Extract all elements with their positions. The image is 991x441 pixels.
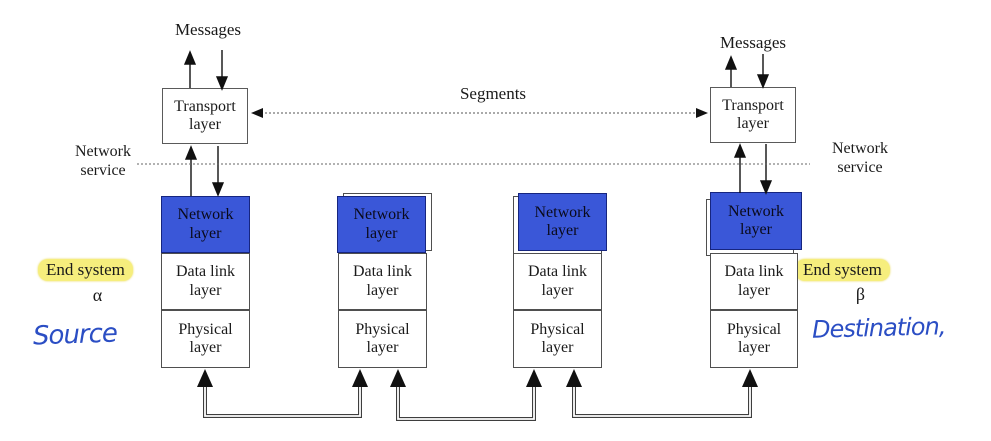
data-link-layer-box: Data link layer: [161, 253, 250, 310]
physical-link-connectors: [203, 384, 752, 421]
physical-layer-box: Physical layer: [161, 310, 250, 368]
network-layer-box: Network layer: [518, 193, 607, 251]
alpha-label: α: [92, 285, 103, 305]
end-system-label-right: End system: [795, 259, 890, 281]
transport-layer-box-right: Transport layer: [710, 87, 796, 143]
segments-label: Segments: [459, 84, 527, 103]
messages-transport-arrows-left: [183, 50, 229, 91]
messages-label-left: Messages: [174, 20, 242, 39]
physical-layer-box: Physical layer: [710, 310, 798, 368]
physical-link-arrowheads: [197, 369, 758, 387]
physical-link-connectors-inner: [204, 384, 751, 420]
network-layer-box: Network layer: [710, 192, 802, 250]
messages-transport-arrows-right: [724, 54, 770, 89]
messages-label-right: Messages: [719, 33, 787, 52]
handwritten-source-annotation: Source: [32, 318, 118, 352]
data-link-layer-box: Data link layer: [513, 253, 602, 310]
data-link-layer-box: Data link layer: [338, 253, 427, 310]
beta-label: β: [855, 284, 866, 304]
transport-layer-box-left: Transport layer: [162, 88, 248, 144]
transport-network-arrows-right: [733, 143, 773, 195]
segments-arrow: [251, 108, 708, 118]
transport-network-arrows-left: [184, 145, 225, 197]
end-system-highlight-right: End system: [795, 259, 890, 281]
handwritten-destination-annotation: Destination,: [811, 312, 946, 344]
network-layer-box: Network layer: [161, 196, 250, 253]
end-system-highlight-left: End system: [38, 259, 133, 281]
physical-layer-box: Physical layer: [513, 310, 602, 368]
end-system-label-left: End system: [38, 259, 133, 281]
data-link-layer-box: Data link layer: [710, 253, 798, 310]
network-service-label-right: Network service: [832, 140, 888, 176]
network-service-label-left: Network service: [75, 143, 131, 179]
physical-layer-box: Physical layer: [338, 310, 427, 368]
network-layer-box: Network layer: [337, 196, 426, 253]
